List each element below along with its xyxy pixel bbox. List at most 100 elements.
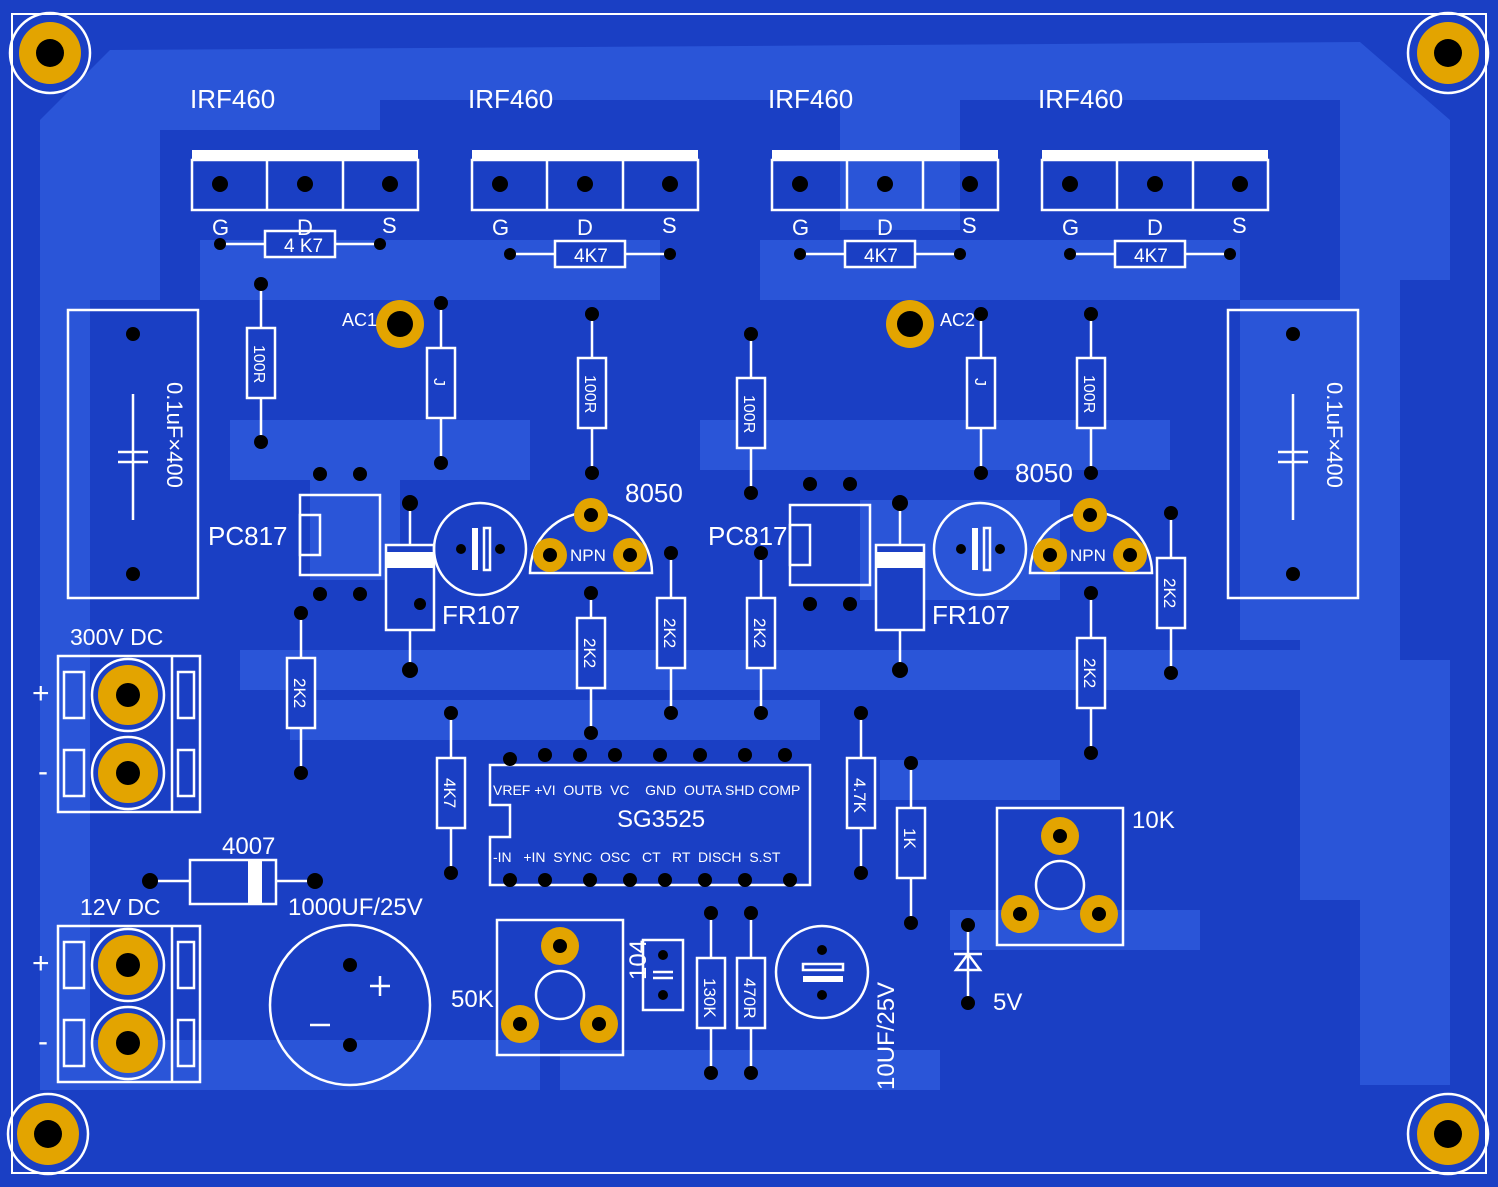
r2k2-b-label: 2K2	[580, 638, 599, 668]
ac-pads	[376, 300, 934, 348]
ac1-label: AC1	[342, 310, 377, 330]
mounting-hole-tl	[8, 11, 92, 95]
diode-fr107-right	[874, 495, 926, 678]
diode-1-label: FR107	[442, 600, 520, 630]
pin-s-4: S	[1232, 213, 1247, 238]
diode-2-label: FR107	[932, 600, 1010, 630]
plus-1-label: +	[32, 677, 50, 710]
pin-d-3: D	[877, 215, 893, 240]
mosfet-q2	[470, 150, 700, 212]
pin-s-1: S	[382, 213, 397, 238]
cap-104-label: 104	[625, 940, 652, 980]
pin-g-2: G	[492, 215, 509, 240]
cap-1000-label: 1000UF/25V	[288, 894, 423, 921]
misc-pads	[414, 598, 797, 887]
q2-label: IRF460	[468, 84, 553, 114]
r100-2-label: 100R	[581, 375, 598, 413]
diode-fr107-left	[384, 495, 436, 678]
cap-10-label: 10UF/25V	[873, 982, 900, 1090]
r100-3-label: 100R	[740, 395, 757, 433]
mounting-holes	[6, 11, 1490, 1176]
r100-4-label: 100R	[1080, 375, 1097, 413]
pot-10k	[995, 806, 1125, 947]
r100-1-label: 100R	[250, 345, 267, 383]
mosfet-q3	[770, 150, 1000, 212]
r2k2-a-label: 2K2	[290, 678, 309, 708]
ic-top-pins-label: VREF +VI OUTB VC GND OUTA SHD COMP	[493, 782, 800, 798]
pin-d-2: D	[577, 215, 593, 240]
terminal-300v	[56, 654, 202, 814]
r-gate-2-label: 4K7	[574, 246, 608, 267]
r2k2-e-label: 2K2	[1080, 658, 1099, 688]
ceramic-cap-round-right	[932, 501, 1028, 597]
electrolytic-1000uf	[268, 923, 432, 1087]
zener-5v-label: 5V	[993, 989, 1022, 1016]
minus-1-label: -	[38, 755, 48, 788]
cap-104	[641, 938, 685, 1012]
npn-part-2-label: 8050	[1015, 458, 1073, 488]
r2k2-d-label: 2K2	[750, 618, 769, 648]
mounting-hole-tr	[1406, 11, 1490, 95]
r-4k7-v-label: 4K7	[440, 778, 459, 808]
npn-right	[1028, 498, 1154, 575]
opto-1-label: PC817	[208, 521, 288, 551]
jumper-2-label: J	[971, 378, 988, 386]
zener-5v	[953, 918, 983, 1010]
silkscreen-text: IRF460 IRF460 IRF460 IRF460 G D S G D S …	[32, 84, 1347, 1090]
q3-label: IRF460	[768, 84, 853, 114]
r2k2-c-label: 2K2	[660, 618, 679, 648]
r-470r-label: 470R	[740, 978, 759, 1019]
mosfet-q1	[190, 150, 420, 212]
r-130k-label: 130K	[700, 978, 719, 1018]
plus-2-label: +	[32, 947, 50, 980]
npn-1-label: NPN	[570, 546, 606, 565]
pin-g-4: G	[1062, 215, 1079, 240]
ic-sg3525-footprint	[488, 763, 812, 887]
opto-right	[788, 477, 872, 611]
lv-input-label: 12V DC	[80, 894, 161, 920]
q1-label: IRF460	[190, 84, 275, 114]
pin-s-2: S	[662, 213, 677, 238]
q4-label: IRF460	[1038, 84, 1123, 114]
mosfet-q4	[1040, 150, 1270, 212]
pin-g-3: G	[792, 215, 809, 240]
pin-s-3: S	[962, 213, 977, 238]
r-gate-4-label: 4K7	[1134, 246, 1168, 267]
ac2-label: AC2	[940, 310, 975, 330]
pot-50k-label: 50K	[451, 986, 494, 1013]
jumper-1-label: J	[430, 378, 447, 386]
board-outline	[11, 13, 1487, 1174]
pot-50k	[495, 918, 625, 1057]
cap-left-label: 0.1uF×400	[162, 382, 187, 488]
cap-right-label: 0.1uF×400	[1322, 382, 1347, 488]
r-1k-label: 1K	[900, 828, 919, 849]
film-cap-right	[1226, 308, 1360, 600]
r-4-7k-label: 4.7K	[850, 778, 869, 814]
diode-4007-label: 4007	[222, 833, 275, 860]
npn-part-1-label: 8050	[625, 478, 683, 508]
diode-4007	[142, 858, 323, 906]
cap-10uf	[774, 924, 870, 1020]
mounting-hole-bl	[6, 1092, 90, 1176]
gate-resistors	[214, 229, 1236, 269]
r2k2-f-label: 2K2	[1160, 578, 1179, 608]
vertical-resistors	[245, 277, 1187, 1080]
opto-2-label: PC817	[708, 521, 788, 551]
ceramic-cap-round-left	[432, 501, 528, 597]
terminal-12v	[56, 924, 202, 1084]
hv-input-label: 300V DC	[70, 624, 163, 650]
mounting-hole-br	[1406, 1092, 1490, 1176]
npn-2-label: NPN	[1070, 546, 1106, 565]
pin-d-4: D	[1147, 215, 1163, 240]
film-cap-left	[66, 308, 200, 600]
minus-2-label: -	[38, 1025, 48, 1058]
opto-left	[298, 467, 382, 601]
r-gate-3-label: 4K7	[864, 246, 898, 267]
ic-name-label: SG3525	[617, 806, 705, 833]
ic-bottom-pins-label: -IN +IN SYNC OSC CT RT DISCH S.ST	[493, 849, 781, 865]
pot-10k-label: 10K	[1132, 807, 1175, 834]
pin-d-1: D	[297, 215, 313, 240]
r-gate-1-label: 4 K7	[284, 236, 323, 257]
npn-left	[528, 498, 654, 575]
